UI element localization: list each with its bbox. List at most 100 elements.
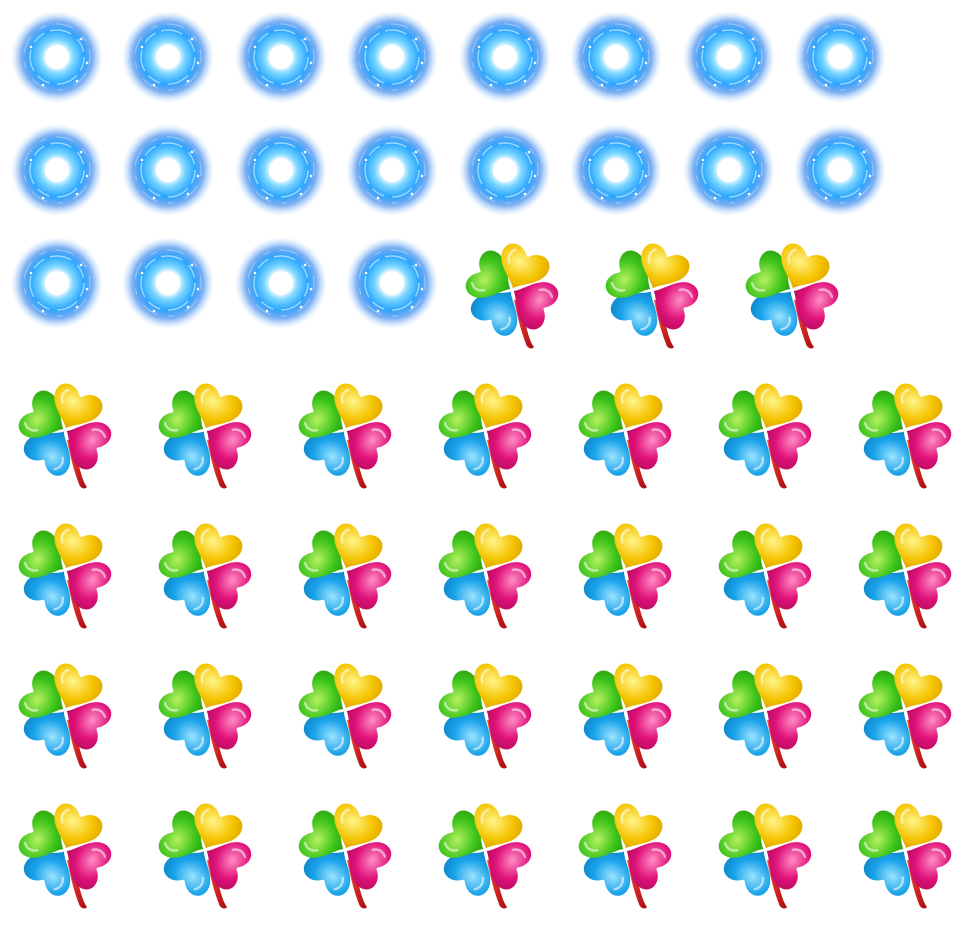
clover-leaf-blue: [443, 431, 491, 476]
orb-sparkle: [414, 150, 418, 154]
orb-core: [380, 158, 404, 182]
orb-sparkle: [523, 79, 527, 83]
clover-leaf-green: [858, 670, 904, 718]
orb-sparkle: [420, 174, 424, 178]
glowing-orb-icon: [9, 235, 105, 331]
clover-leaf-green: [438, 530, 484, 578]
clover-leaf-blue: [303, 571, 351, 616]
clover-leaf-green: [158, 390, 204, 438]
orb-outer-swirl: [695, 23, 763, 91]
orb-sparkle: [152, 83, 156, 87]
clover-leaf-yellow: [334, 663, 383, 709]
clover-graphic: [438, 523, 532, 629]
four-leaf-clover-icon: [850, 792, 960, 922]
orb-sparkle: [489, 196, 493, 200]
clover-leaf-yellow: [54, 663, 103, 709]
clover-leaf-yellow: [334, 803, 383, 849]
clover-leaf-yellow: [334, 523, 383, 569]
clover-graphic: [438, 803, 532, 909]
orb-sparkle: [303, 263, 307, 267]
clover-graphic: [438, 383, 532, 489]
clover-leaf-blue: [23, 711, 71, 756]
orb-sparkle: [588, 45, 592, 49]
orb-sparkle: [588, 158, 592, 162]
orb-graphic: [794, 11, 886, 103]
orb-sparkle: [527, 150, 531, 154]
orb-sparkle: [75, 305, 79, 309]
orb-sparkle: [299, 305, 303, 309]
orb-sparkle: [190, 37, 194, 41]
orb-sparkle: [824, 196, 828, 200]
clover-graphic: [158, 383, 252, 489]
orb-outer-swirl: [134, 23, 202, 91]
clover-leaf-blue: [863, 431, 911, 476]
clover-leaf-yellow: [474, 663, 523, 709]
orb-graphic: [122, 124, 214, 216]
orb-sparkle: [644, 174, 648, 178]
clover-leaf-blue: [23, 571, 71, 616]
glowing-orb-icon: [233, 122, 329, 218]
orb-sparkle: [140, 45, 144, 49]
orb-sparkle: [747, 192, 751, 196]
glowing-orb-icon: [792, 9, 888, 105]
clover-leaf-yellow: [501, 243, 550, 289]
orb-sparkle: [309, 287, 313, 291]
orb-graphic: [683, 11, 775, 103]
clover-leaf-blue: [163, 851, 211, 896]
four-leaf-clover-icon: [150, 652, 260, 782]
orb-core: [604, 45, 628, 69]
orb-swirl-ring: [253, 29, 309, 85]
clover-leaf-blue: [583, 571, 631, 616]
glowing-orb-icon: [568, 122, 664, 218]
glowing-orb-icon: [233, 235, 329, 331]
orb-swirl-ring: [140, 29, 196, 85]
glowing-orb-icon: [344, 9, 440, 105]
orb-outer-swirl: [23, 136, 91, 204]
clover-graphic: [18, 523, 112, 629]
orb-swirl-ring: [812, 142, 868, 198]
orb-swirl-ring: [29, 255, 85, 311]
clover-graphic: [605, 243, 699, 349]
clover-leaf-yellow: [754, 803, 803, 849]
orb-sparkle: [376, 309, 380, 313]
orb-sparkle: [85, 61, 89, 65]
glowing-orb-icon: [120, 9, 216, 105]
clover-leaf-green: [158, 810, 204, 858]
four-leaf-clover-icon: [710, 512, 820, 642]
glowing-orb-icon: [568, 9, 664, 105]
clover-leaf-green: [298, 810, 344, 858]
clover-leaf-pink: [906, 842, 952, 890]
orb-core: [45, 271, 69, 295]
clover-leaf-green: [298, 390, 344, 438]
orb-sparkle: [757, 174, 761, 178]
clover-leaf-green: [18, 390, 64, 438]
orb-graphic: [459, 124, 551, 216]
orb-sparkle: [523, 192, 527, 196]
four-leaf-clover-icon: [290, 512, 400, 642]
clover-leaf-pink: [66, 422, 112, 470]
four-leaf-clover-icon: [457, 232, 567, 362]
clover-leaf-pink: [626, 562, 672, 610]
clover-leaf-pink: [653, 282, 699, 330]
orb-core: [717, 158, 741, 182]
orb-core: [269, 271, 293, 295]
clover-leaf-blue: [443, 571, 491, 616]
orb-sparkle: [858, 79, 862, 83]
orb-graphic: [235, 124, 327, 216]
orb-swirl-ring: [140, 142, 196, 198]
clover-graphic: [718, 523, 812, 629]
clover-leaf-yellow: [194, 523, 243, 569]
orb-graphic: [346, 237, 438, 329]
clover-leaf-green: [578, 810, 624, 858]
orb-graphic: [235, 237, 327, 329]
clover-graphic: [858, 803, 952, 909]
clover-graphic: [438, 663, 532, 769]
glowing-orb-icon: [233, 9, 329, 105]
four-leaf-clover-icon: [150, 372, 260, 502]
orb-core: [717, 45, 741, 69]
four-leaf-clover-icon: [710, 652, 820, 782]
clover-leaf-yellow: [54, 523, 103, 569]
clover-leaf-blue: [470, 291, 518, 336]
clover-graphic: [18, 803, 112, 909]
clover-leaf-pink: [346, 702, 392, 750]
